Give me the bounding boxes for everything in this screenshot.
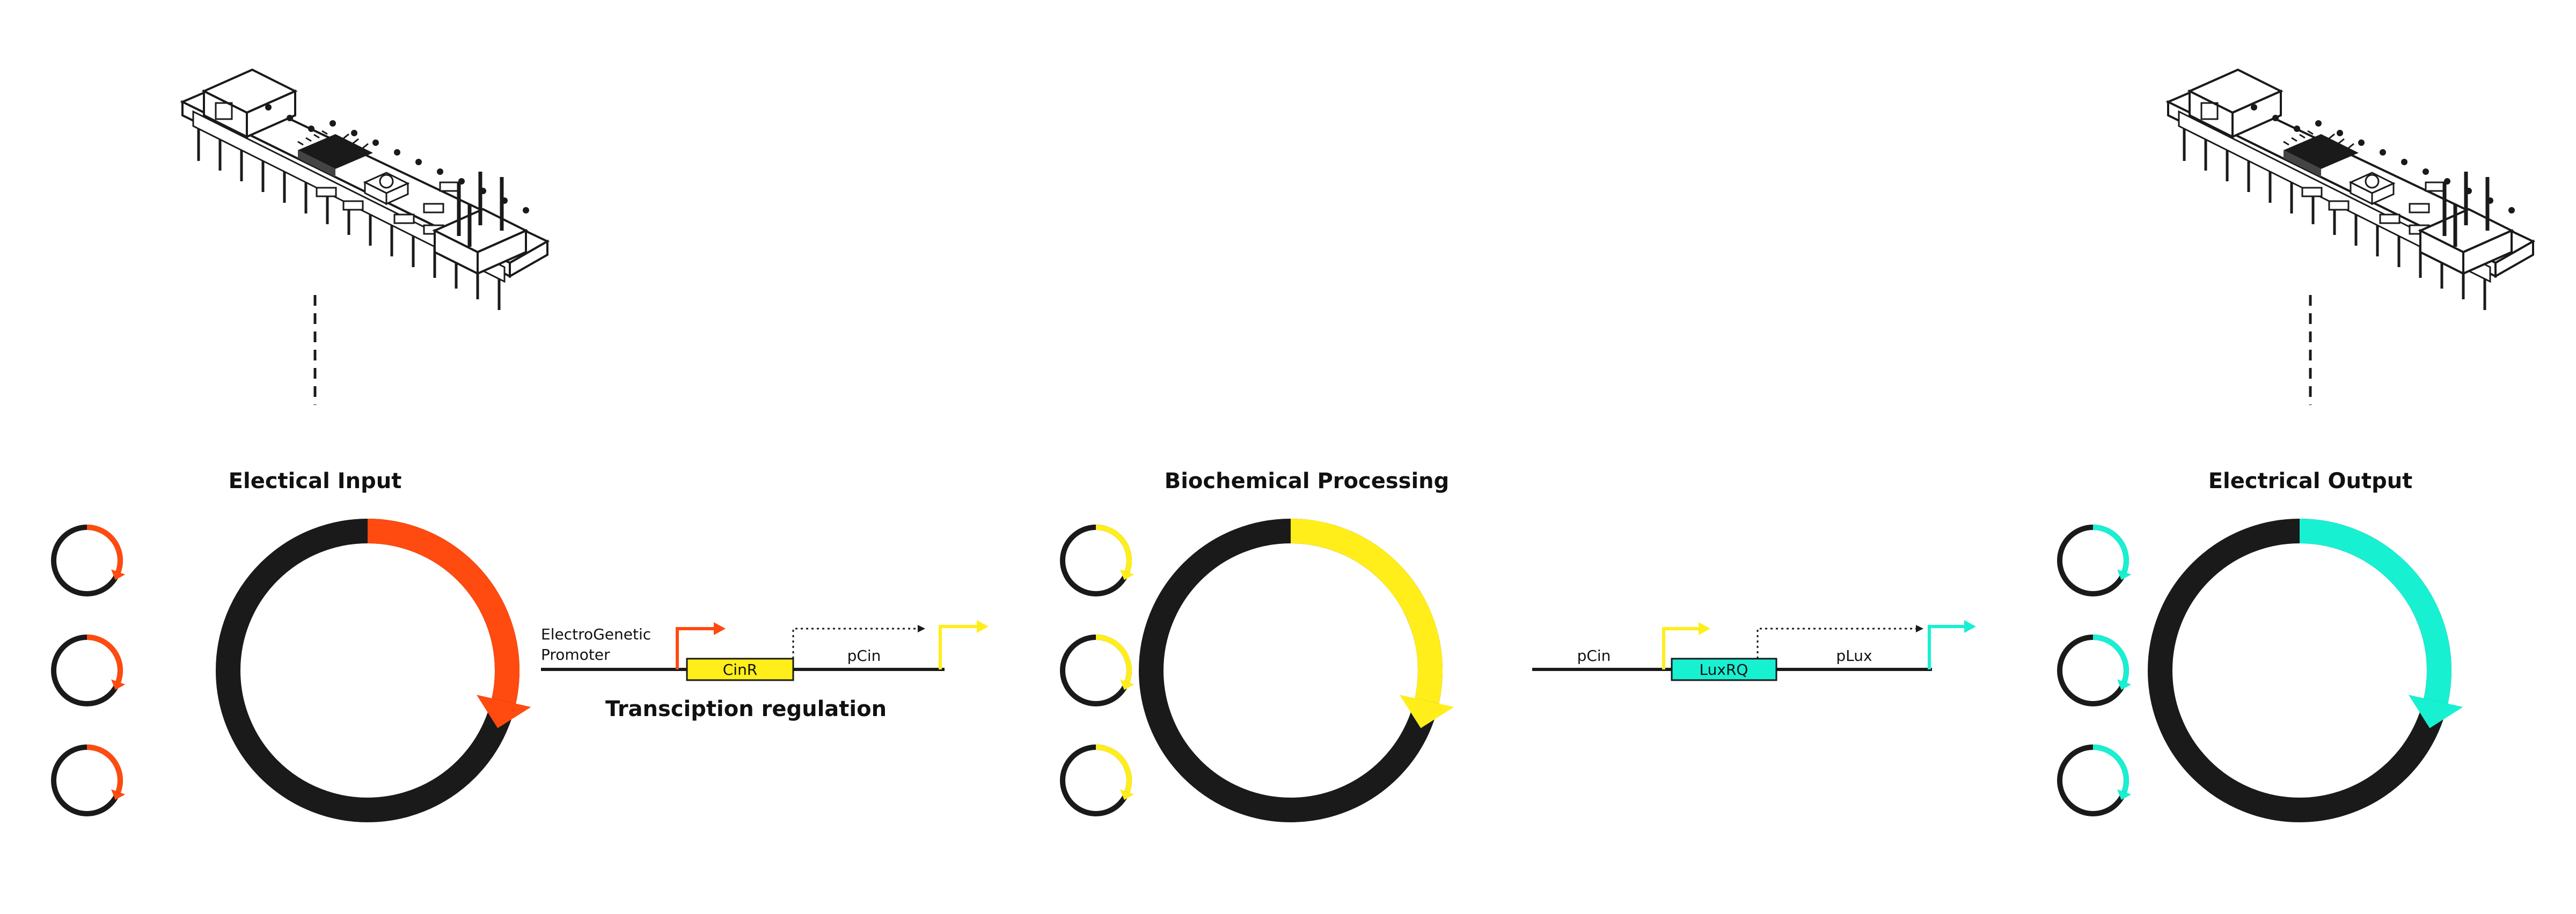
- promoter-arrow-icon: [676, 627, 714, 669]
- main-ring: [2148, 519, 2463, 822]
- output-promoter-label: pLux: [1836, 647, 1872, 665]
- module-title: Biochemical Processing: [1165, 469, 1450, 493]
- small-ring-1: [1060, 525, 1135, 596]
- small-ring-2: [2057, 635, 2132, 706]
- microcontroller-board-icon: [182, 70, 547, 310]
- ring-arc: [1095, 745, 1132, 793]
- main-ring: [216, 519, 531, 822]
- small-ring-3: [51, 745, 126, 816]
- module-title: Electrical Output: [2208, 469, 2413, 493]
- ring-arc: [1290, 519, 1443, 704]
- module-processing: Biochemical Processing: [1060, 469, 1454, 822]
- module-input: Electical Input: [51, 70, 547, 822]
- microcontroller-board-icon: [2168, 70, 2533, 310]
- ring-arc: [2092, 635, 2129, 683]
- ring-arc: [2299, 519, 2451, 704]
- ring-arrowhead-icon: [1120, 789, 1135, 800]
- ring-arrowhead-icon: [1120, 679, 1135, 690]
- small-ring-3: [1060, 745, 1135, 816]
- ring-arc: [367, 519, 519, 704]
- ring-arc: [86, 635, 123, 683]
- ring-arc: [1095, 525, 1132, 573]
- gene-label: LuxRQ: [1700, 661, 1748, 679]
- ring-arc: [2092, 525, 2129, 573]
- gene-box-luxrq: [1671, 658, 1777, 681]
- ring-arc: [1095, 635, 1132, 683]
- module-output: Electrical Output: [2057, 70, 2533, 822]
- ring-arrowhead-icon: [1399, 695, 1454, 728]
- ring-arrowhead-icon: [111, 679, 126, 690]
- pcin-arrow-icon: [939, 625, 977, 669]
- module-title: Electical Input: [229, 469, 402, 493]
- plux-arrow-icon: [1928, 625, 1964, 669]
- ring-arrowhead-icon: [111, 569, 126, 580]
- ring-arrowhead-icon: [111, 789, 126, 800]
- small-ring-2: [1060, 635, 1135, 706]
- small-ring-2: [51, 635, 126, 706]
- circuit-caption: Transciption regulation: [605, 697, 887, 721]
- small-ring-3: [2057, 745, 2132, 816]
- ring-arc: [86, 745, 123, 793]
- pcin-arrow-icon: [1662, 627, 1699, 669]
- output-promoter-label: pCin: [847, 647, 881, 665]
- gene-label: CinR: [723, 661, 758, 679]
- input-promoter-label: pCin: [1577, 647, 1611, 665]
- gene-box-cinr: [686, 658, 794, 681]
- ring-arc: [2092, 745, 2129, 793]
- circuit-left: ElectroGenetic Promoter CinR pCin Transc…: [541, 620, 989, 721]
- promoter-label-line2: Promoter: [541, 646, 610, 664]
- ring-arc: [86, 525, 123, 573]
- ring-arrowhead-icon: [2408, 695, 2463, 728]
- small-ring-1: [51, 525, 126, 596]
- main-ring: [1139, 519, 1454, 822]
- ring-arrowhead-icon: [2117, 679, 2132, 690]
- ring-arrowhead-icon: [2117, 569, 2132, 580]
- promoter-label-line1: ElectroGenetic: [541, 625, 651, 643]
- ring-arrowhead-icon: [2117, 789, 2132, 800]
- small-ring-1: [2057, 525, 2132, 596]
- circuit-right: pCin LuxRQ pLux: [1532, 620, 1976, 681]
- ring-arrowhead-icon: [1120, 569, 1135, 580]
- ring-arrowhead-icon: [476, 695, 531, 728]
